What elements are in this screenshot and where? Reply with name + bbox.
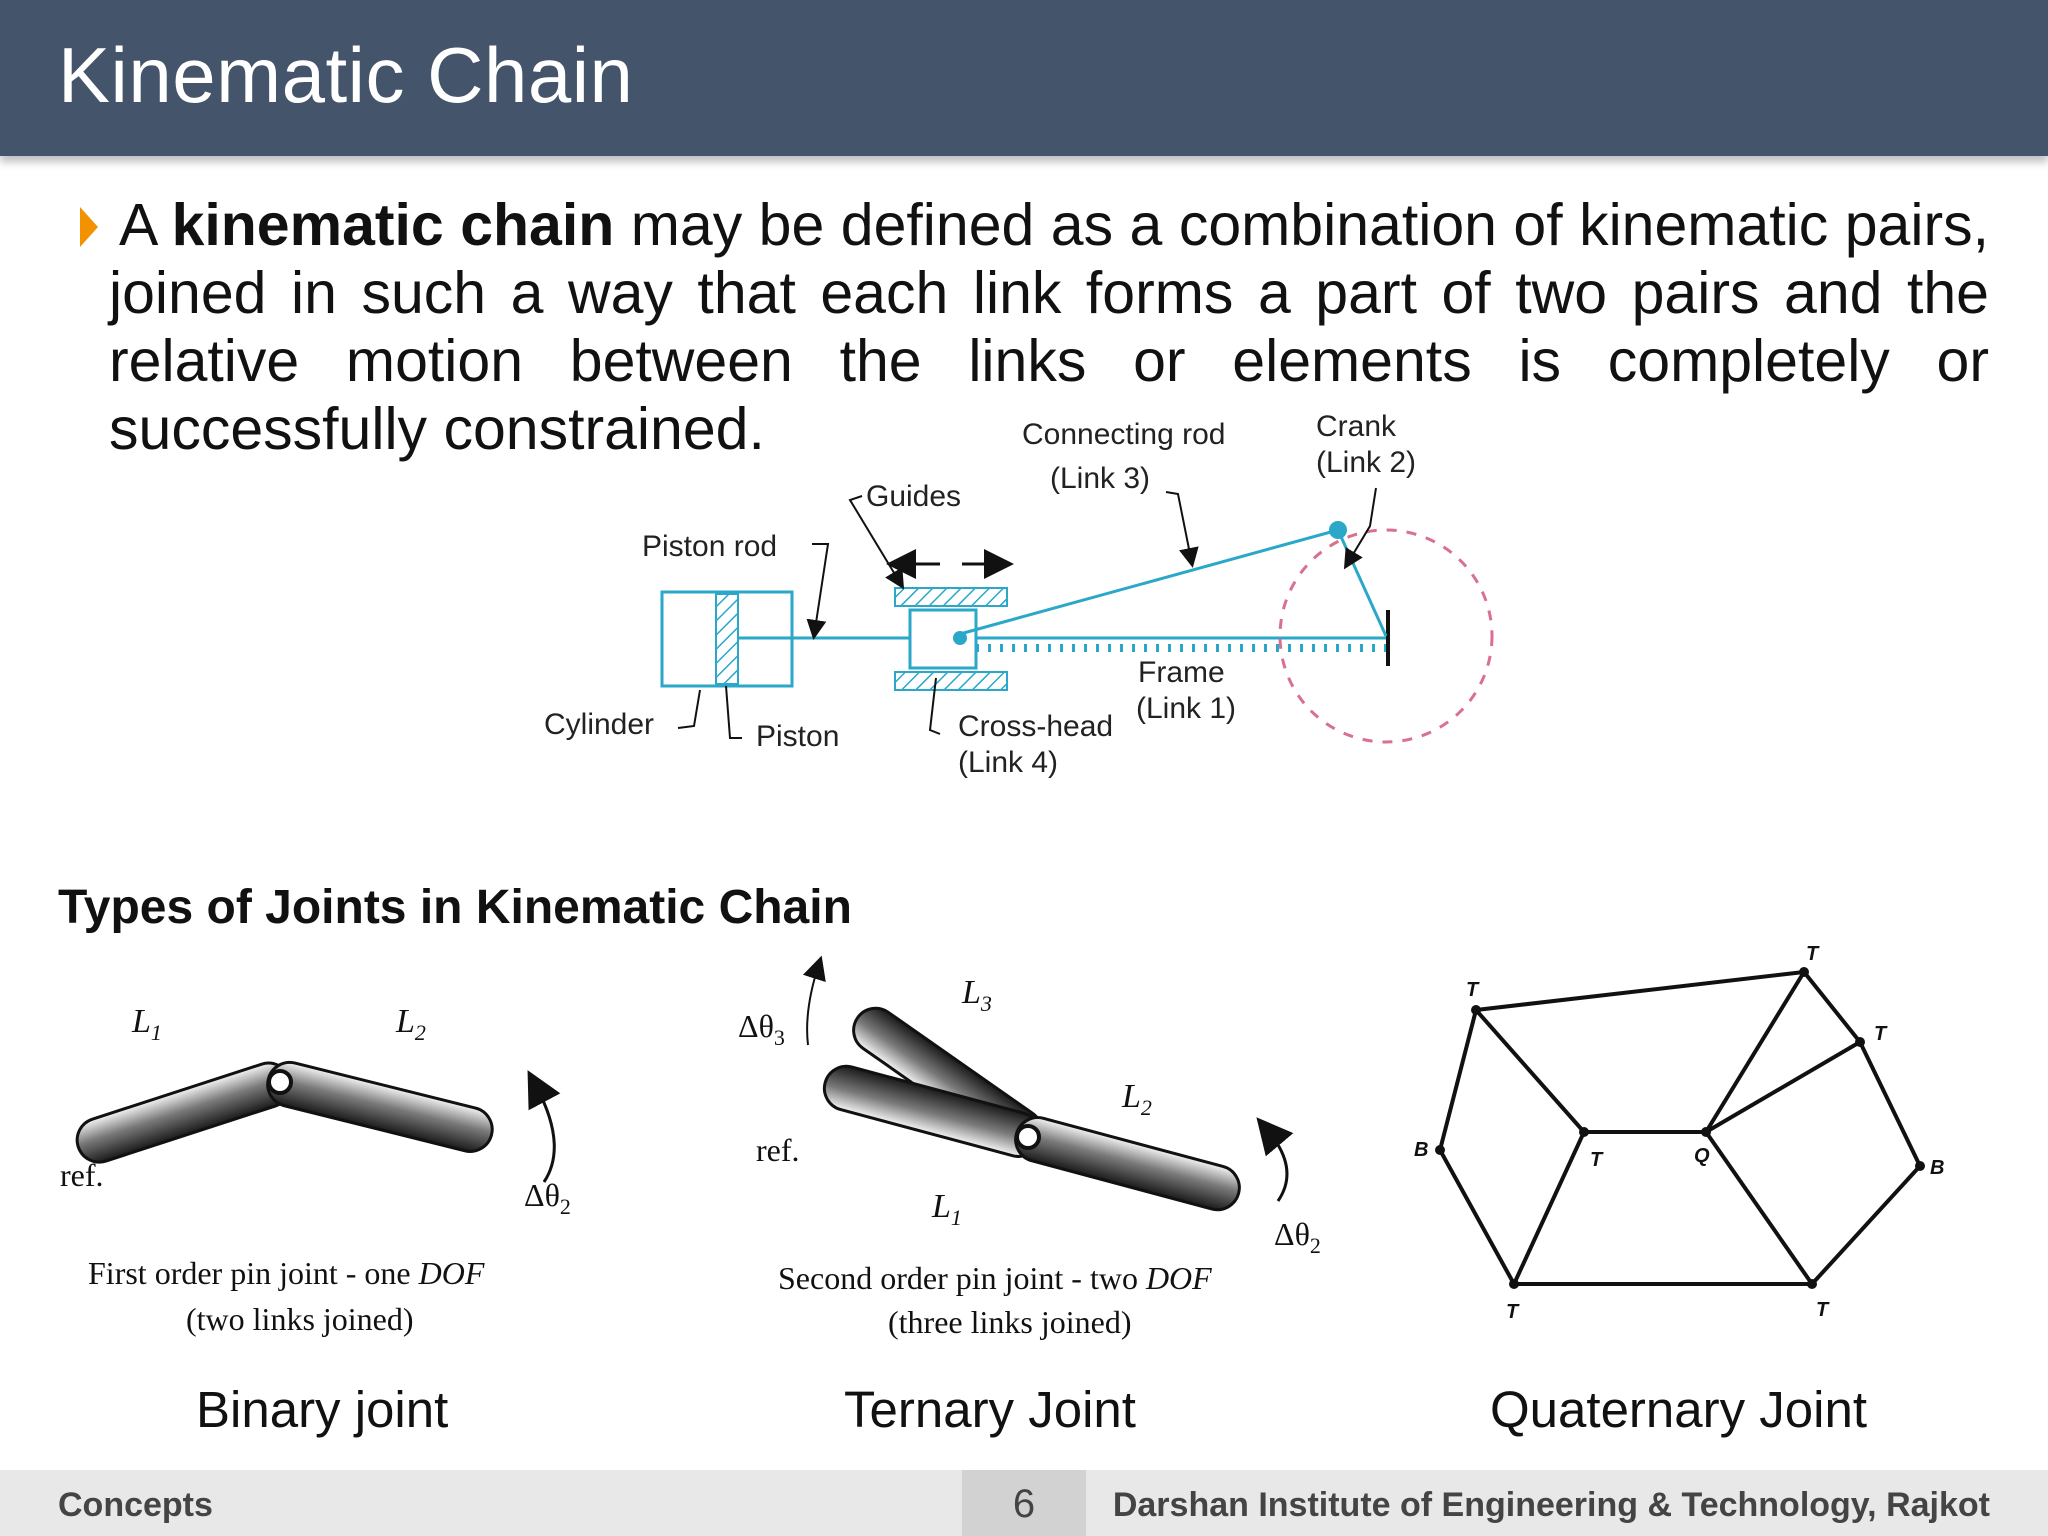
definition-prefix: A: [119, 192, 172, 258]
leader-guides: [848, 495, 905, 590]
label-piston-rod: Piston rod: [642, 530, 777, 563]
binary-desc-line2: (two links joined): [186, 1301, 414, 1337]
q-edge: [1474, 1008, 1586, 1134]
q-edge: [1704, 970, 1806, 1134]
label-piston: Piston: [756, 720, 839, 753]
title-bar: Kinematic Chain: [0, 0, 2048, 156]
ternary-l2-label: L2: [1121, 1078, 1152, 1120]
definition-body: may be defined as a combination of kinem…: [109, 192, 1989, 462]
q-edge: [1810, 1164, 1922, 1286]
page-number: 6: [1012, 1482, 1036, 1526]
ternary-angle3-label: Δθ3: [738, 1008, 785, 1050]
label-link4: (Link 4): [958, 746, 1058, 779]
crank-line: [1336, 529, 1388, 637]
q-edge: [1475, 970, 1805, 1012]
q-label-bottom-right: T: [1816, 1299, 1830, 1321]
q-edge: [1512, 1131, 1586, 1285]
ternary-desc-line2: (three links joined): [888, 1304, 1131, 1340]
label-link3: (Link 3): [1050, 462, 1150, 495]
label-connecting-rod: Connecting rod: [1022, 418, 1225, 451]
q-edge: [1704, 1040, 1862, 1134]
q-edge: [1704, 1130, 1814, 1286]
label-guides: Guides: [866, 480, 961, 513]
ternary-ref-label: ref.: [756, 1132, 800, 1168]
definition-term: kinematic chain: [171, 192, 615, 258]
quaternary-joint-caption: Quaternary Joint: [1490, 1381, 1868, 1438]
label-cross-head: Cross-head: [958, 710, 1113, 743]
ternary-desc-line1: Second order pin joint - two DOF: [778, 1260, 1212, 1296]
q-edge: [1802, 970, 1862, 1044]
binary-link-2: [266, 1060, 494, 1153]
q-label-top-left: T: [1466, 979, 1480, 1001]
leader-cross-head: [928, 677, 941, 735]
quaternary-node-labels: T T T B T Q B T T: [1414, 943, 1944, 1323]
q-label-bottom-left: T: [1506, 1301, 1520, 1323]
footer-institute: Darshan Institute of Engineering & Techn…: [1112, 1486, 1990, 1524]
q-label-right-binary: B: [1930, 1157, 1944, 1179]
piston-shape: [715, 593, 739, 685]
connecting-rod-line: [959, 528, 1339, 636]
binary-desc-line1: First order pin joint - one DOF: [88, 1255, 485, 1291]
q-edge: [1438, 1009, 1478, 1151]
binary-link-1: [75, 1061, 292, 1164]
engine-mechanism-diagram: Connecting rod (Link 3) Crank (Link 2) G…: [544, 410, 1494, 779]
crank-circle: [1278, 528, 1494, 744]
ternary-rotation-arrow-3: [802, 955, 826, 1046]
quaternary-joint-figure: T T T B T Q B T T: [1414, 943, 1944, 1323]
ternary-link-2: [1014, 1116, 1241, 1212]
joints-section-heading: Types of Joints in Kinematic Chain: [58, 881, 852, 934]
ternary-rotation-arrow-2: [1256, 1117, 1294, 1202]
leader-cylinder: [677, 689, 701, 729]
slide-title: Kinematic Chain: [58, 31, 634, 119]
leader-piston: [725, 685, 742, 739]
label-frame: Frame: [1138, 656, 1225, 689]
binary-joint-figure: L1 L2 ref. Δθ2 First order pin joint - o…: [60, 1003, 571, 1337]
q-edge: [1438, 1149, 1516, 1285]
lower-guide: [894, 671, 1008, 691]
binary-rotation-arrow: [527, 1070, 561, 1183]
ternary-angle2-label: Δθ2: [1274, 1216, 1321, 1258]
binary-pin-joint: [267, 1069, 293, 1095]
crank-pin: [1329, 521, 1347, 539]
ternary-joint-figure: Δθ3 L3 L2 ref. L1 Δθ2 Second order pin j…: [738, 955, 1321, 1340]
q-label-left-binary: B: [1414, 1139, 1428, 1161]
ternary-l3-label: L3: [961, 974, 992, 1016]
q-label-center-left: T: [1590, 1149, 1604, 1171]
leader-crank: [1343, 487, 1377, 570]
ternary-l1-label: L1: [931, 1188, 962, 1230]
label-crank: Crank: [1316, 410, 1397, 443]
q-label-top-right: T: [1806, 943, 1820, 965]
quaternary-links: [1438, 970, 1922, 1286]
leader-piston-rod: [806, 543, 830, 640]
page-number-box: 6: [962, 1470, 1086, 1536]
ternary-pin-joint: [1015, 1124, 1041, 1150]
leader-connecting-rod: [1165, 491, 1199, 568]
slide-footer: Concepts 6 Darshan Institute of Engineer…: [0, 1470, 2048, 1536]
binary-angle-label: Δθ2: [524, 1177, 571, 1219]
binary-l2-label: L2: [395, 1003, 426, 1045]
definition-paragraph: A kinematic chain may be defined as a co…: [109, 191, 1989, 463]
bullet-arrow-icon: [80, 207, 98, 247]
upper-guide: [894, 587, 1008, 607]
ternary-joint-caption: Ternary Joint: [844, 1381, 1136, 1438]
binary-ref-label: ref.: [60, 1157, 104, 1193]
binary-l1-label: L1: [131, 1003, 162, 1045]
label-link2: (Link 2): [1316, 446, 1416, 479]
binary-joint-caption: Binary joint: [196, 1381, 449, 1438]
label-cylinder: Cylinder: [544, 708, 654, 741]
label-link1: (Link 1): [1136, 692, 1236, 725]
q-label-center-quaternary: Q: [1694, 1145, 1710, 1167]
q-edge: [1858, 1041, 1922, 1167]
footer-section: Concepts: [58, 1486, 213, 1524]
quaternary-nodes: [1435, 967, 1925, 1289]
q-label-upper-right: T: [1874, 1023, 1888, 1045]
